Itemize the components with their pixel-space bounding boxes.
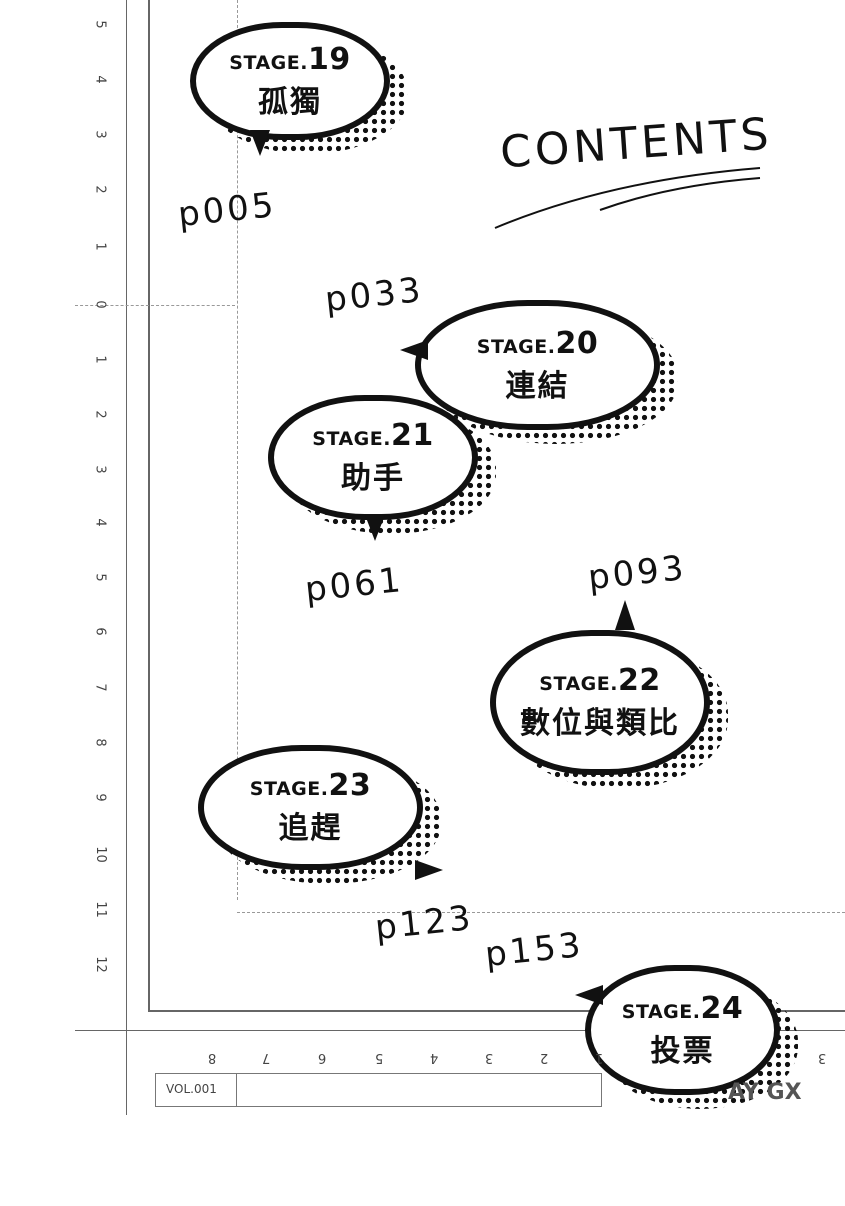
stage-label: STAGE. <box>476 335 556 358</box>
ruler-tick-label: 2 <box>92 185 108 194</box>
chapter-title: 投票 <box>650 1033 715 1069</box>
ruler-tick-label: 12 <box>92 956 108 973</box>
ruler-tick-label: 5 <box>92 20 108 29</box>
page-number: p061 <box>303 559 406 611</box>
footer-text: AY GX <box>728 1080 802 1105</box>
speech-cloud: STAGE.21 助手 <box>268 395 478 520</box>
chapter-bubble-23: STAGE.23 追趕 <box>198 745 441 884</box>
stage-num: 20 <box>555 325 599 361</box>
chapter-bubble-22: STAGE.22 數位與類比 <box>490 630 728 789</box>
volume-label: VOL.001 <box>166 1082 217 1096</box>
bubble-tail <box>250 130 270 156</box>
ruler-tick-label: 4 <box>92 75 108 84</box>
speech-cloud: STAGE.24 投票 <box>585 965 780 1095</box>
ruler-tick-label: 11 <box>92 901 108 918</box>
ruler-tick-label: 3 <box>92 465 108 474</box>
ruler-tick-label: 1 <box>92 242 108 251</box>
stage-num: 24 <box>700 990 744 1026</box>
stage-number: STAGE.24 <box>622 991 743 1026</box>
page-number: p123 <box>373 897 476 949</box>
stage-number: STAGE.22 <box>539 663 660 698</box>
stage-number: STAGE.19 <box>229 42 350 77</box>
chapter-bubble-24: STAGE.24 投票 <box>585 965 798 1109</box>
stage-number: STAGE.20 <box>477 326 598 361</box>
stage-label: STAGE. <box>229 51 308 74</box>
frame-line <box>148 1010 845 1012</box>
stage-label: STAGE. <box>312 428 391 450</box>
stage-number: STAGE.23 <box>250 768 371 803</box>
page-number: p153 <box>483 924 586 976</box>
ruler-tick-label: 10 <box>92 846 108 863</box>
heading-underline <box>494 167 761 229</box>
guide-line <box>237 0 238 900</box>
chapter-title: 追趕 <box>278 811 343 846</box>
ruler-tick-label: 3 <box>818 1050 827 1065</box>
frame-line <box>148 0 150 1010</box>
ruler-tick-label: 1 <box>92 355 108 364</box>
ruler-tick-label: 3 <box>92 130 108 139</box>
chapter-bubble-21: STAGE.21 助手 <box>268 395 496 534</box>
chapter-title: 助手 <box>341 461 405 496</box>
speech-cloud: STAGE.23 追趕 <box>198 745 423 870</box>
ruler-tick-label: 1 <box>595 1050 604 1065</box>
page-number: p005 <box>176 184 279 236</box>
guide-line <box>237 912 845 913</box>
ruler-tick-label: 6 <box>318 1050 327 1065</box>
ruler-tick-label: 2 <box>540 1050 549 1065</box>
guide-line <box>75 305 235 306</box>
ruler-tick-label: 2 <box>92 410 108 419</box>
ruler-tick-label: 4 <box>92 518 108 527</box>
chapter-bubble-19: STAGE.19 孤獨 <box>190 22 408 154</box>
stage-num: 21 <box>390 418 434 453</box>
volume-box: VOL.001 <box>155 1073 602 1107</box>
ruler-tick-label: 9 <box>92 793 108 802</box>
ruler-tick-label: 0 <box>92 300 108 309</box>
chapter-title: 數位與類比 <box>520 706 680 741</box>
chapter-title: 孤獨 <box>258 84 322 120</box>
ruler-tick-label: 8 <box>92 738 108 747</box>
ruler-line <box>75 1030 845 1031</box>
bubble-tail <box>415 860 443 880</box>
stage-label: STAGE. <box>249 778 329 800</box>
speech-cloud: STAGE.22 數位與類比 <box>490 630 710 775</box>
stage-number: STAGE.21 <box>312 418 433 453</box>
ruler-tick-label: 5 <box>92 573 108 582</box>
ruler-line <box>126 0 127 1115</box>
bubble-tail <box>365 515 385 541</box>
speech-cloud: STAGE.19 孤獨 <box>190 22 390 140</box>
chapter-title: 連結 <box>505 368 570 404</box>
ruler-tick-label: 4 <box>430 1050 439 1065</box>
stage-label: STAGE. <box>621 1000 701 1023</box>
chapter-bubble-20: STAGE.20 連結 <box>415 300 678 444</box>
bubble-tail <box>400 340 428 360</box>
page-number: p033 <box>323 269 426 321</box>
page-number: p093 <box>586 547 689 599</box>
ruler-tick-label: 7 <box>262 1050 271 1065</box>
bubble-tail <box>615 600 635 630</box>
ruler-tick-label: 5 <box>375 1050 384 1065</box>
stage-num: 19 <box>307 41 351 77</box>
stage-label: STAGE. <box>539 673 618 695</box>
speech-cloud: STAGE.20 連結 <box>415 300 660 430</box>
stage-num: 23 <box>328 768 372 803</box>
bubble-tail <box>575 985 603 1005</box>
ruler-tick-label: 6 <box>92 627 108 636</box>
ruler-tick-label: 8 <box>208 1050 217 1065</box>
ruler-tick-label: 7 <box>92 683 108 692</box>
ruler-tick-label: 3 <box>485 1050 494 1065</box>
stage-num: 22 <box>617 663 661 698</box>
